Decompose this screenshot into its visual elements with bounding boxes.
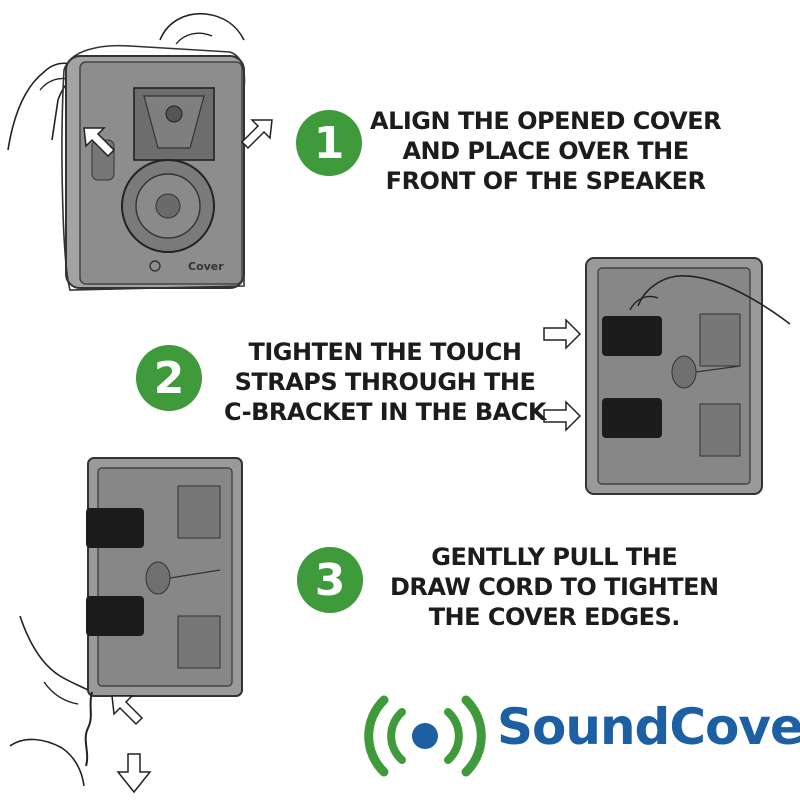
step-1-line: AND PLACE OVER THE	[402, 137, 689, 165]
step-3-badge: 3	[297, 547, 363, 613]
step-3-line: THE COVER EDGES.	[428, 603, 681, 631]
step-2-line: STRAPS THROUGH THE	[234, 368, 536, 396]
step-2-instructions: TIGHTEN THE TOUCH STRAPS THROUGH THE C-B…	[224, 337, 546, 427]
step-3-instructions: GENTLLY PULL THE DRAW CORD TO TIGHTEN TH…	[390, 542, 719, 632]
step-1-instructions: ALIGN THE OPENED COVER AND PLACE OVER TH…	[370, 106, 722, 196]
step-2-line: TIGHTEN THE TOUCH	[248, 338, 522, 366]
speaker-cover-front-illustration: Cover	[7, 12, 273, 291]
speaker-illustration-logo: Cover	[188, 260, 224, 273]
step-1-line: ALIGN THE OPENED COVER	[370, 107, 722, 135]
draw-cord-illustration	[9, 457, 243, 794]
step-2-line: C-BRACKET IN THE BACK	[224, 398, 546, 426]
step-3-line: GENTLLY PULL THE	[431, 543, 678, 571]
step-3-line: DRAW CORD TO TIGHTEN	[390, 573, 719, 601]
brand-name: SoundCover	[497, 698, 800, 756]
step-1-line: FRONT OF THE SPEAKER	[385, 167, 706, 195]
step-2-badge: 2	[136, 345, 202, 411]
soundcover-logo-icon	[364, 695, 486, 777]
speaker-straps-illustration	[543, 257, 791, 495]
step-1-badge: 1	[296, 110, 362, 176]
